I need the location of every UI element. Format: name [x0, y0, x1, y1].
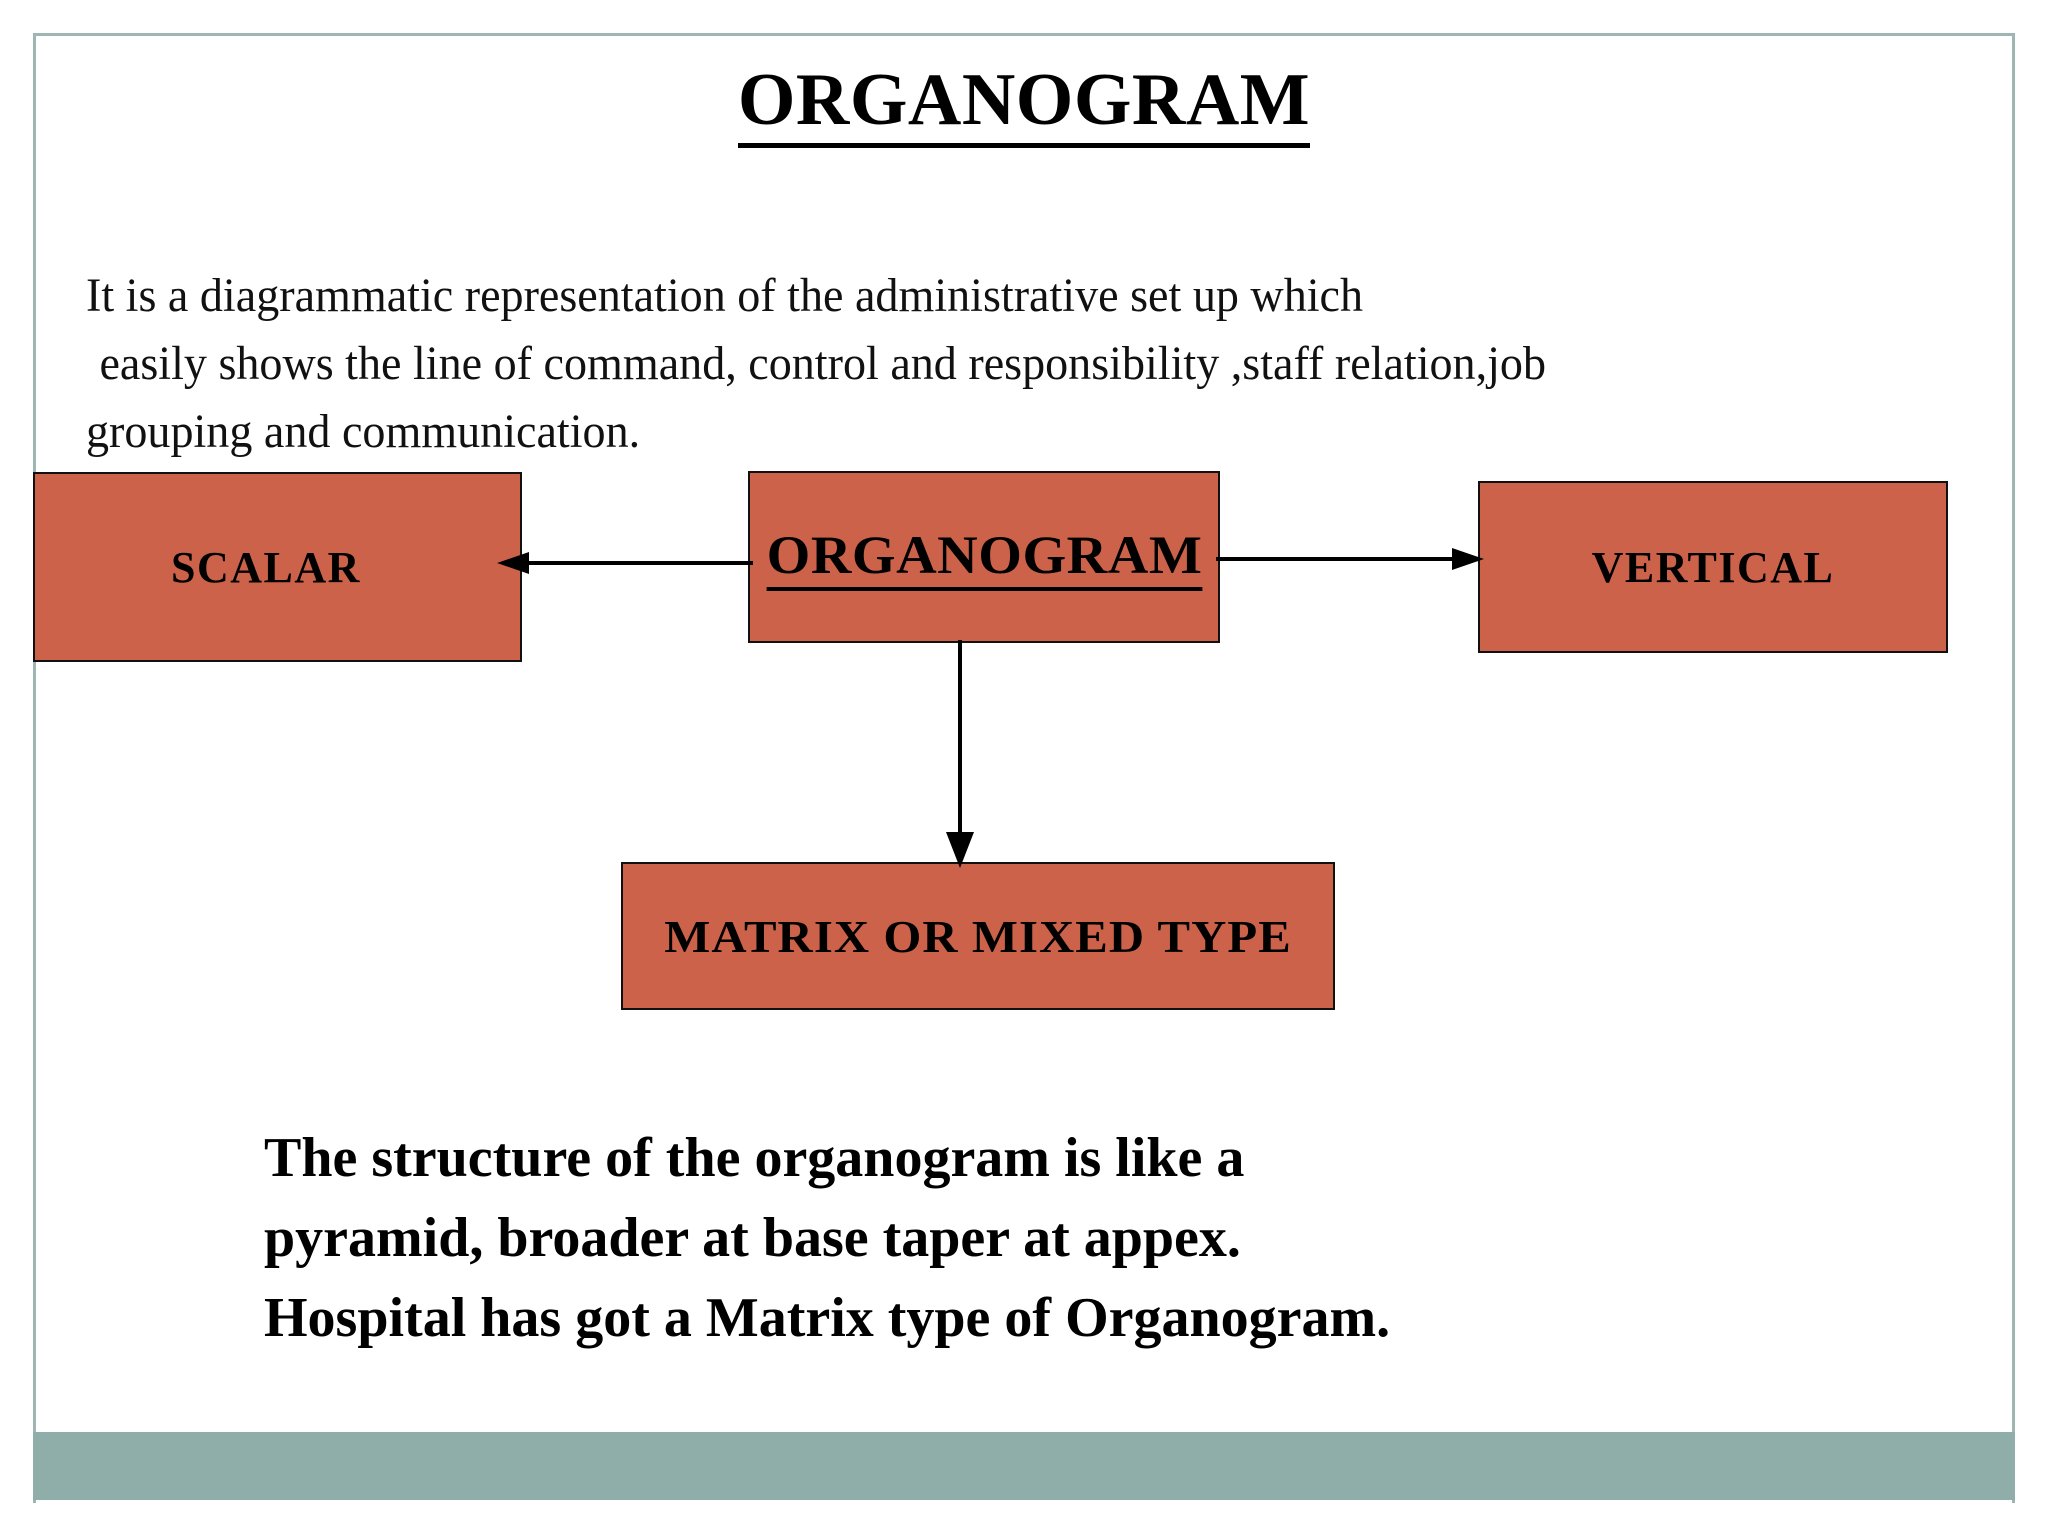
- closing-line-3: Hospital has got a Matrix type of Organo…: [264, 1287, 1391, 1349]
- diagram-box-scalar-label: SCALAR: [171, 542, 361, 592]
- page-title-text: ORGANOGRAM: [737, 59, 1311, 148]
- closing-paragraph: The structure of the organogram is like …: [264, 1118, 1864, 1358]
- slide-bottom-bar: [33, 1432, 2015, 1500]
- arrow-left-icon: [497, 552, 753, 574]
- intro-line-1: It is a diagrammatic representation of t…: [86, 269, 1364, 322]
- slide-border-frame: [33, 33, 2015, 1503]
- diagram-box-organogram[interactable]: ORGANOGRAM: [748, 471, 1220, 643]
- diagram-box-vertical[interactable]: VERTICAL: [1478, 481, 1948, 653]
- diagram-box-matrix[interactable]: MATRIX OR MIXED TYPE: [621, 862, 1335, 1010]
- arrow-down-icon: [946, 640, 974, 868]
- diagram-box-organogram-label: ORGANOGRAM: [766, 524, 1202, 591]
- diagram-box-vertical-label: VERTICAL: [1591, 542, 1835, 592]
- intro-paragraph: It is a diagrammatic representation of t…: [86, 262, 1891, 466]
- intro-line-2: easily shows the line of command, contro…: [99, 337, 1546, 390]
- diagram-box-scalar[interactable]: SCALAR: [33, 472, 522, 662]
- intro-line-3: grouping and communication.: [86, 405, 641, 458]
- diagram-box-matrix-label: MATRIX OR MIXED TYPE: [664, 910, 1292, 962]
- page-title: ORGANOGRAM: [0, 58, 2048, 148]
- closing-line-1: The structure of the organogram is like …: [264, 1127, 1245, 1189]
- arrow-right-icon: [1216, 548, 1484, 570]
- closing-line-2: pyramid, broader at base taper at appex.: [264, 1207, 1241, 1269]
